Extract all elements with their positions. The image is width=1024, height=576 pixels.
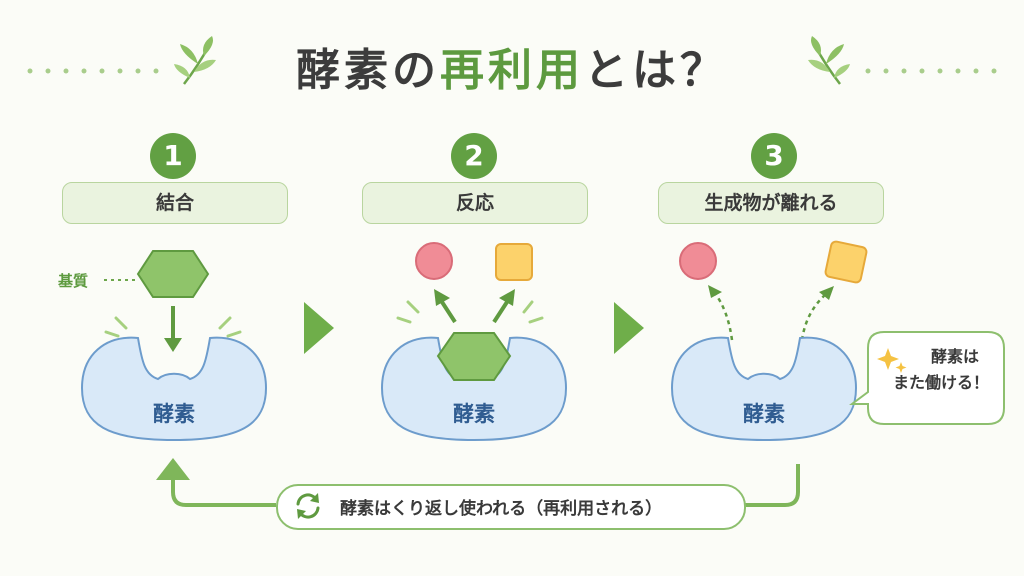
product-circle	[679, 242, 717, 280]
binding-arrow-head	[164, 338, 182, 352]
recycle-icon	[296, 493, 320, 519]
product-arrow-right-head	[499, 289, 515, 306]
step-number-1: 1	[150, 133, 196, 179]
step-label-1: 結合	[62, 182, 288, 224]
recycle-loop-line	[742, 464, 800, 507]
enzyme-substrate-complex	[436, 332, 512, 381]
step-number-2: 2	[451, 133, 497, 179]
release-arrow-left	[713, 291, 734, 341]
recycle-caption: 酵素はくり返し使われる（再利用される）	[340, 499, 663, 519]
title-dotted-line-right	[865, 68, 997, 74]
recycle-loop-line	[171, 478, 276, 507]
title-part-3: とは？	[584, 45, 728, 96]
product-arrow-left-head	[434, 289, 450, 306]
enzyme-shape	[670, 336, 858, 442]
title-part-1: 酵素の	[296, 45, 440, 96]
recycle-caption-box	[276, 484, 746, 530]
recycle-loop-arrow-head	[156, 458, 190, 480]
title-dotted-line-left	[27, 68, 159, 74]
release-arrow-right	[800, 293, 827, 341]
arrow-right-icon	[304, 302, 334, 354]
title-part-2: 再利用	[440, 45, 584, 96]
enzyme-shape	[380, 336, 568, 442]
leaf-sprig-icon	[174, 36, 216, 85]
leaf-sprig-icon	[808, 36, 850, 85]
enzyme-label-2: 酵素	[453, 402, 495, 426]
product-square	[824, 240, 868, 284]
step-number-3: 3	[751, 133, 797, 179]
substrate-label: 基質	[58, 272, 89, 290]
arrow-right-icon	[614, 302, 644, 354]
substrate-shape	[136, 250, 210, 298]
bubble-text: 酵素は また働ける！	[866, 344, 1016, 396]
bubble-line-1: 酵素は	[930, 347, 979, 366]
motion-lines	[396, 300, 544, 324]
step-label-3: 生成物が離れる	[658, 182, 884, 224]
release-arrow-right-head	[819, 286, 834, 300]
product-arrow-right	[492, 300, 509, 324]
release-arrow-left-head	[708, 285, 722, 298]
product-square	[495, 243, 533, 281]
sparkle-icon	[877, 348, 907, 373]
enzyme-shape	[80, 336, 268, 442]
enzyme-label-1: 酵素	[153, 402, 195, 426]
page-title: 酵素の再利用とは？	[0, 34, 1024, 98]
product-circle	[415, 242, 453, 280]
product-arrow-left	[440, 300, 457, 324]
step-label-2: 反応	[362, 182, 588, 224]
enzyme-label-3: 酵素	[743, 402, 785, 426]
motion-lines	[104, 316, 242, 338]
bubble-line-2: また働ける！	[892, 373, 989, 392]
